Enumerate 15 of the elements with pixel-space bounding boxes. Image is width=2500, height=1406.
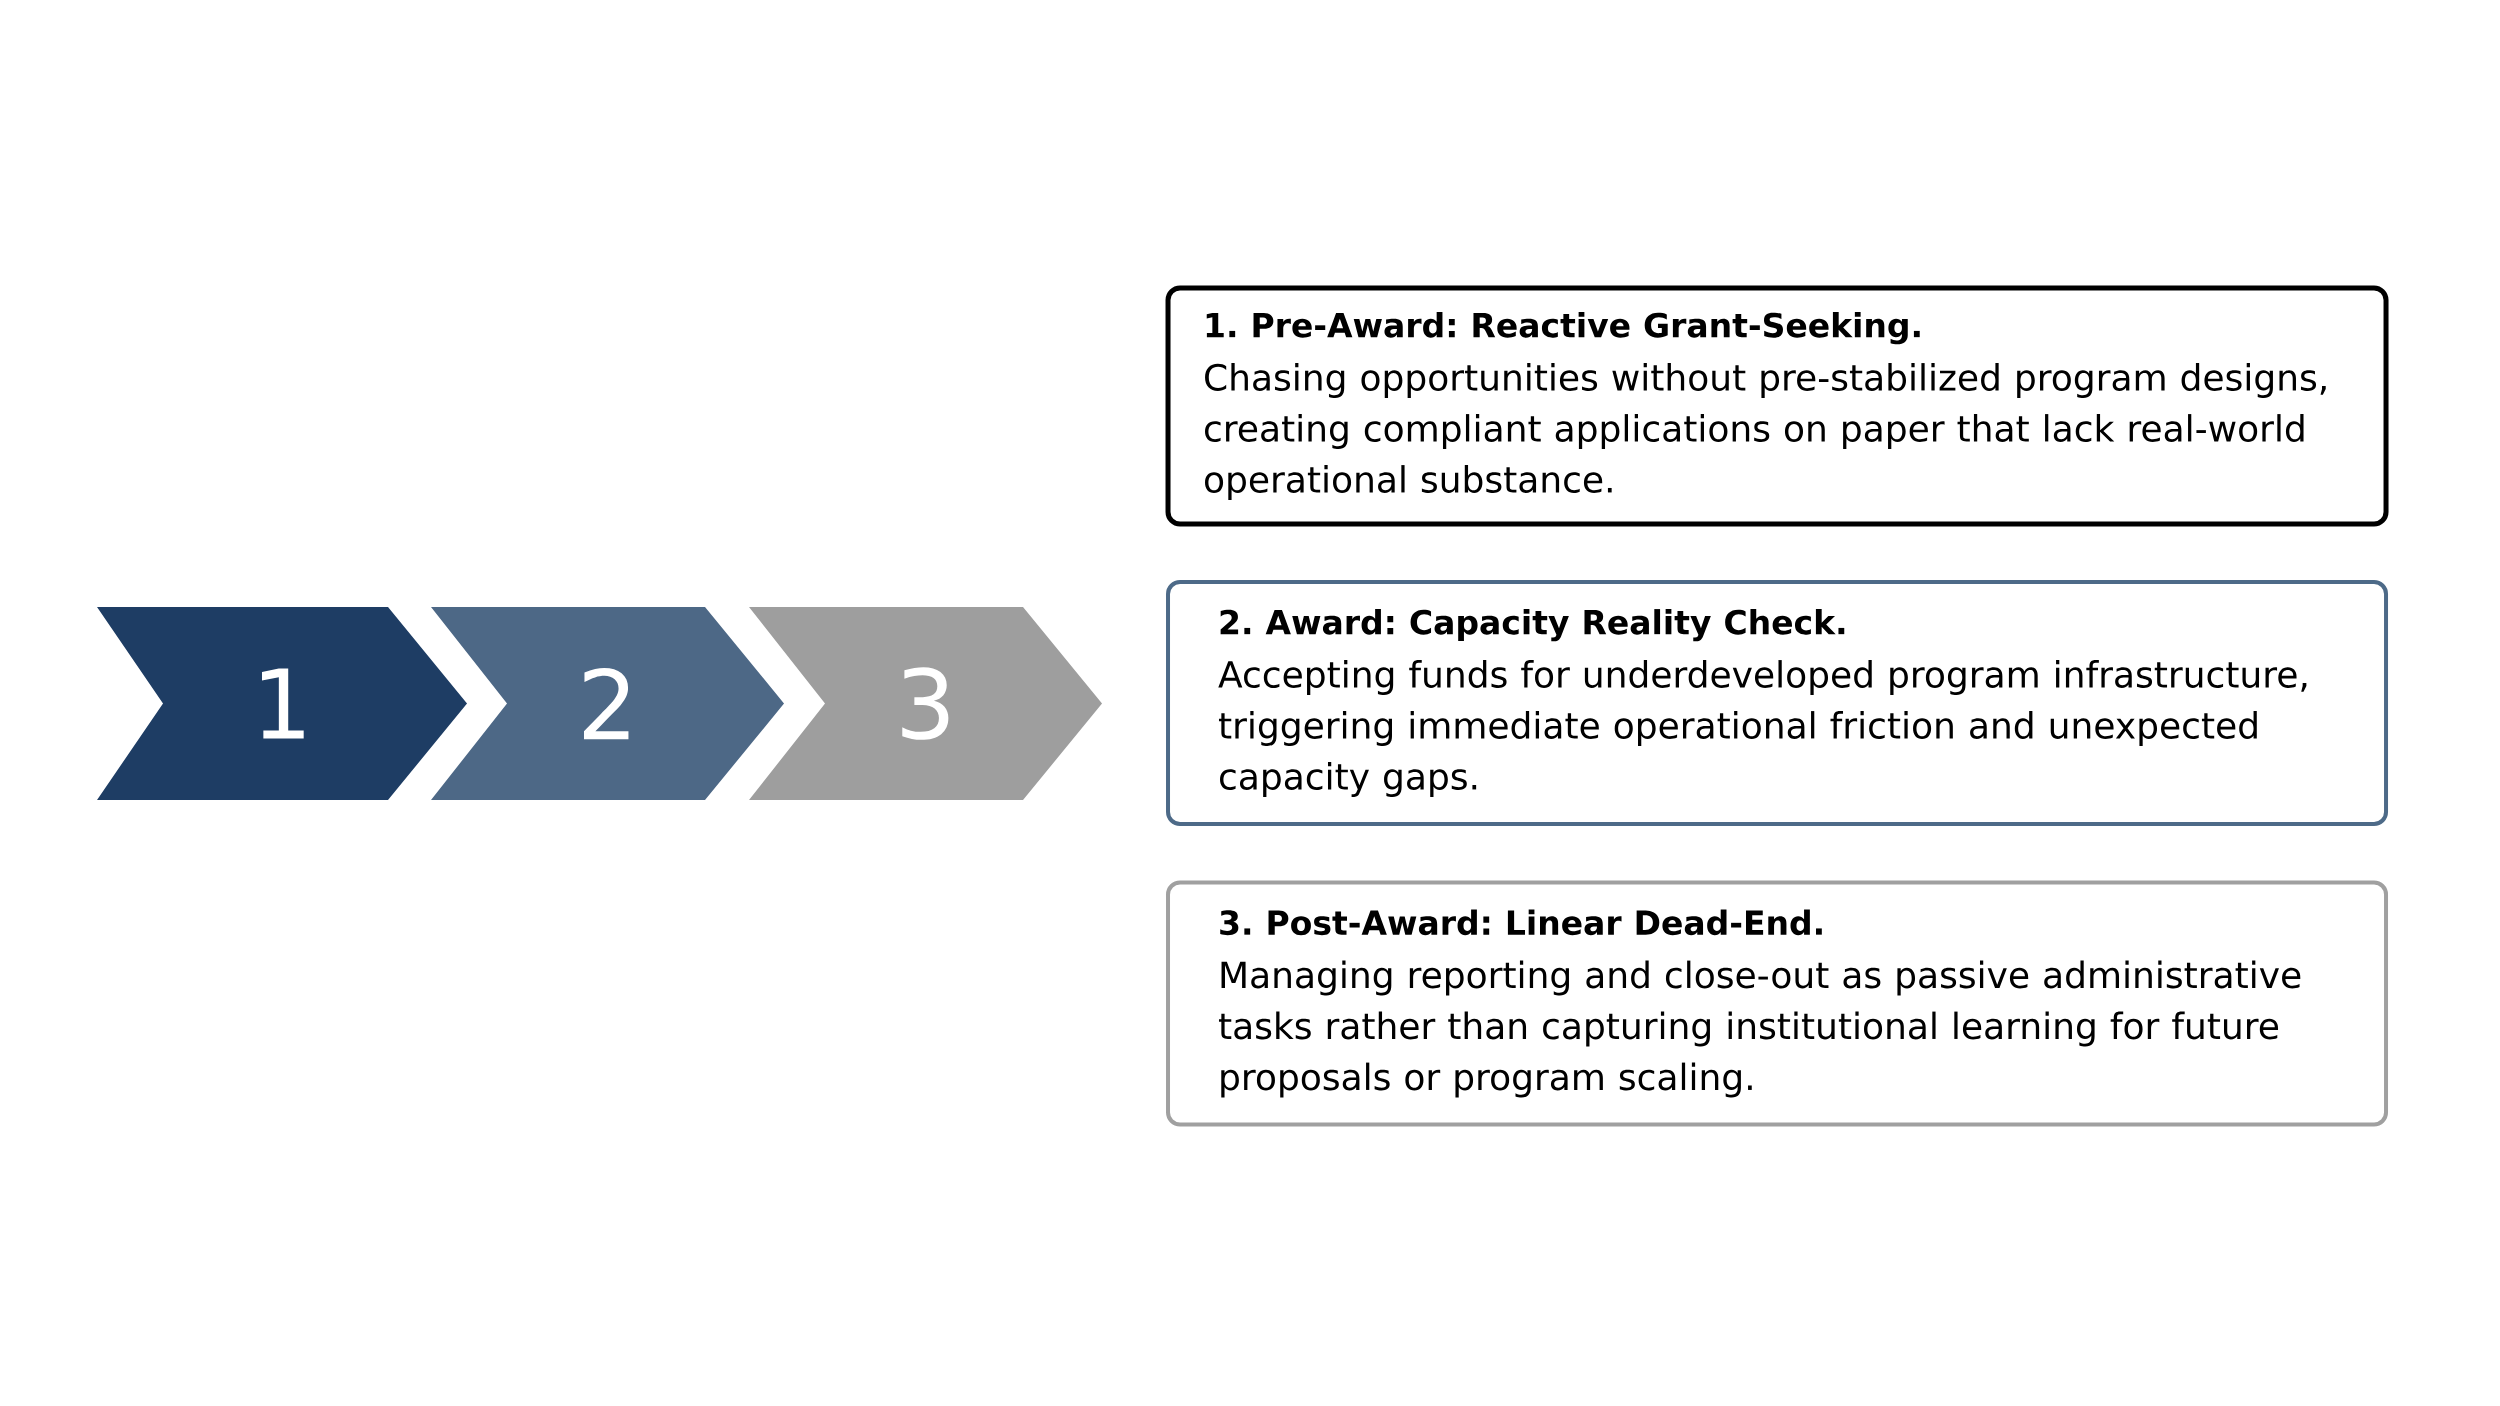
process-step — [431, 607, 784, 800]
step-box — [1166, 880, 2389, 1127]
step-title: 1. Pre-Award: Reactive Grant-Seeking. — [1206, 312, 1920, 345]
step-box — [1166, 580, 2389, 826]
process-step — [97, 607, 467, 800]
step-number: 1 — [262, 668, 304, 739]
step-text: Accepting funds for underdeveloped program infrastructure, triggering immediate operational friction and unexpected capacity gaps. — [1218, 660, 2307, 797]
step-text: Managing reporting and close-out as passive administrative tasks rather than capturing institutional learning for future proposals or program scaling. — [1219, 960, 2301, 1098]
step-title: 2. Award: Capacity Reality Check. — [1220, 609, 1845, 642]
step-text: Chasing opportunities without pre-stabilized program designs, creating compliant applications on paper that lack real-world operational substance. — [1205, 363, 2326, 500]
step-number: 3 — [902, 667, 949, 740]
step-box — [1165, 285, 2389, 527]
step-title: 3. Post-Award: Linear Dead-End. — [1220, 909, 1822, 936]
step-number: 2 — [584, 667, 629, 740]
process-step — [749, 607, 1102, 800]
